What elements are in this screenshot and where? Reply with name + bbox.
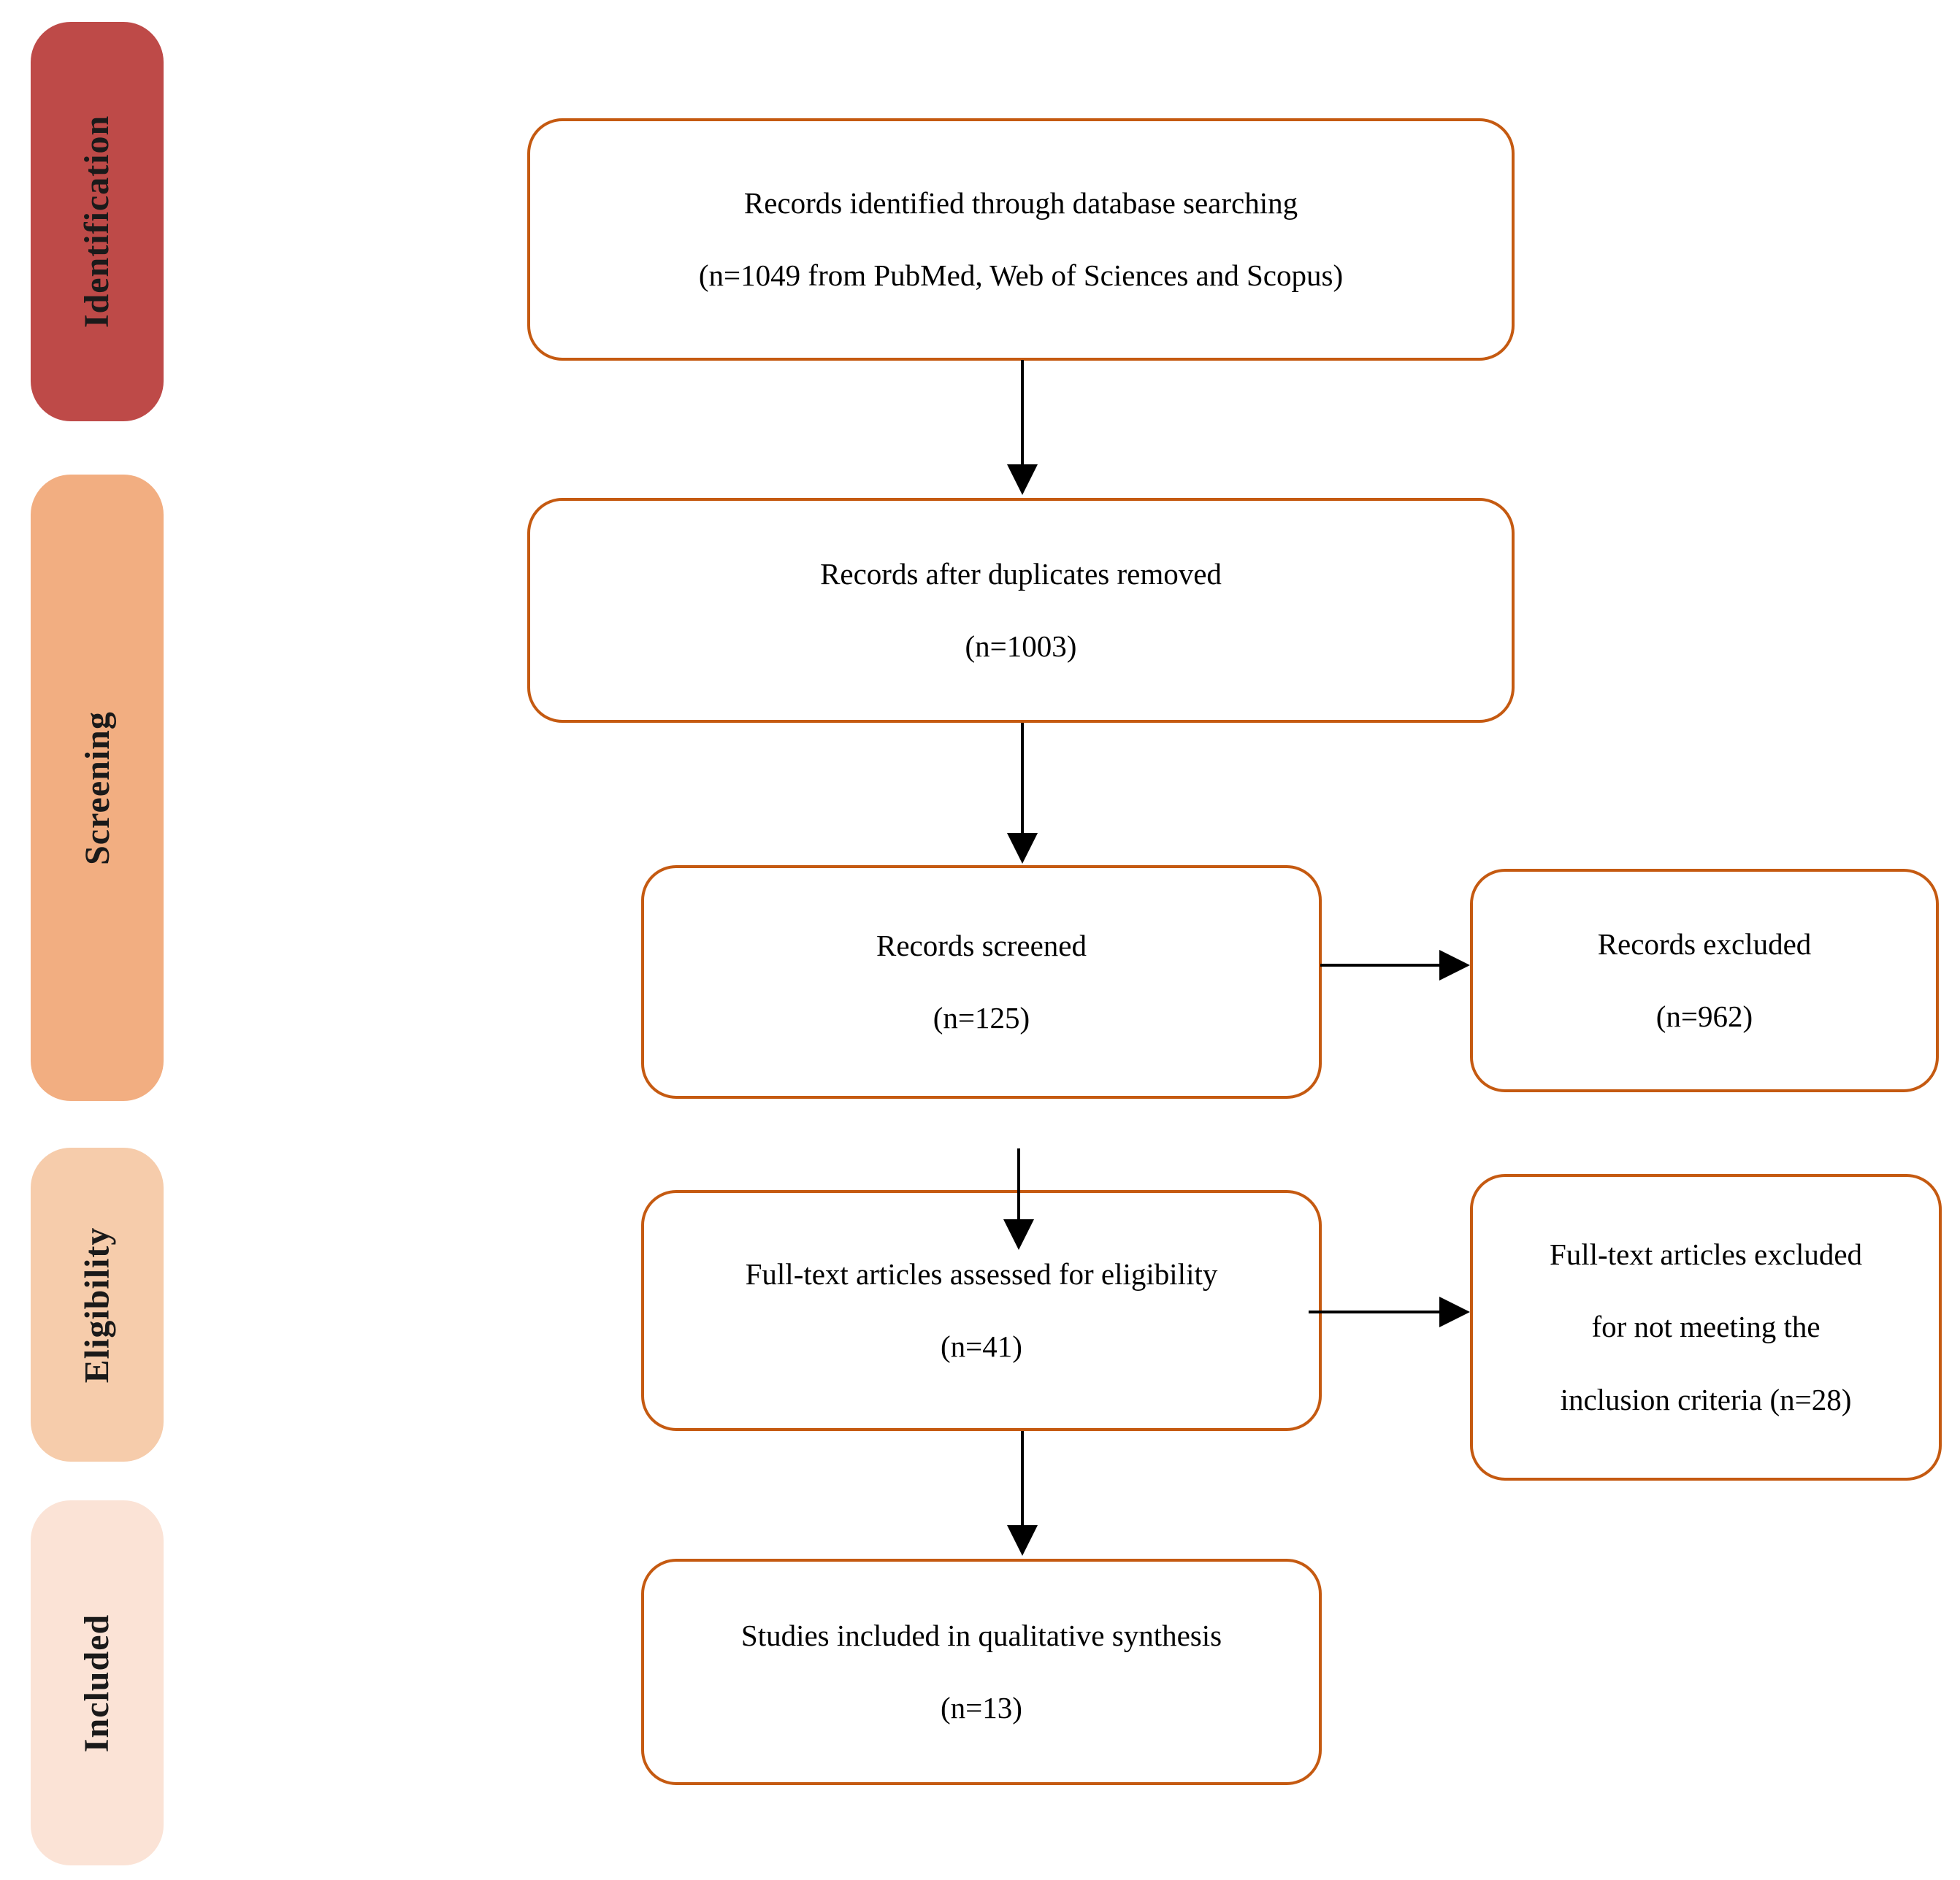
- box-text-line: Full-text articles assessed for eligibil…: [745, 1256, 1218, 1291]
- arrowhead-down-icon: [1007, 1525, 1038, 1556]
- arrow-screened-to-fulltext-assessed: [1017, 1148, 1020, 1222]
- box-studies-included: Studies included in qualitative synthesi…: [641, 1559, 1322, 1785]
- arrowhead-right-icon: [1439, 1297, 1470, 1327]
- stage-label: Eligibility: [77, 1227, 117, 1383]
- box-text-line: Records after duplicates removed: [820, 556, 1222, 591]
- box-text-line: Full-text articles excluded: [1549, 1238, 1863, 1272]
- arrow-fulltext-assessed-to-studies-included: [1021, 1431, 1024, 1528]
- box-text-line: (n=13): [941, 1691, 1022, 1724]
- box-text-line: inclusion criteria (n=28): [1560, 1382, 1852, 1416]
- arrow-screened-to-records-excluded: [1320, 964, 1442, 967]
- box-text-line: Records screened: [876, 928, 1087, 962]
- arrowhead-right-icon: [1439, 950, 1470, 981]
- box-text-line: Records excluded: [1597, 926, 1812, 961]
- arrowhead-down-icon: [1007, 464, 1038, 495]
- arrowhead-down-icon: [1007, 833, 1038, 864]
- stage-eligibility: Eligibility: [31, 1148, 164, 1462]
- box-text-line: (n=1049 from PubMed, Web of Sciences and…: [698, 258, 1344, 292]
- box-records-after-duplicates-removed: Records after duplicates removed (n=1003…: [527, 498, 1515, 723]
- box-text-line: (n=1003): [965, 629, 1077, 663]
- stage-label: Identification: [77, 115, 117, 329]
- box-records-identified: Records identified through database sear…: [527, 118, 1515, 361]
- stage-label: Screening: [77, 710, 117, 865]
- stage-label: Included: [77, 1614, 117, 1752]
- arrow-dedup-to-screened: [1021, 723, 1024, 836]
- box-text-line: (n=125): [933, 1001, 1030, 1035]
- box-fulltext-assessed: Full-text articles assessed for eligibil…: [641, 1190, 1322, 1431]
- box-text-line: Studies included in qualitative synthesi…: [740, 1618, 1222, 1652]
- box-records-screened: Records screened (n=125): [641, 865, 1322, 1099]
- box-text-line: (n=41): [941, 1330, 1022, 1363]
- box-records-excluded: Records excluded (n=962): [1470, 869, 1939, 1092]
- box-text-line: for not meeting the: [1591, 1310, 1821, 1344]
- box-text-line: Records identified through database sear…: [743, 185, 1298, 220]
- box-fulltext-excluded: Full-text articles excluded for not meet…: [1470, 1174, 1942, 1481]
- stage-identification: Identification: [31, 22, 164, 421]
- box-text-line: (n=962): [1655, 1000, 1753, 1033]
- stage-included: Included: [31, 1500, 164, 1865]
- arrow-fulltext-assessed-to-fulltext-excluded: [1309, 1311, 1442, 1313]
- arrow-identified-to-dedup: [1021, 360, 1024, 467]
- stage-screening: Screening: [31, 475, 164, 1101]
- arrowhead-down-icon: [1003, 1219, 1034, 1250]
